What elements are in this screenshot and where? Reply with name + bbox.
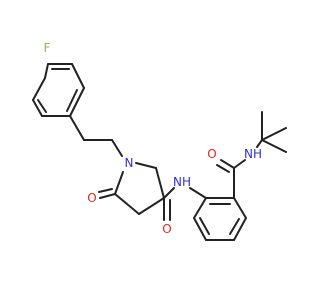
bond bbox=[233, 217, 247, 241]
structure-canvas: F N O NH O O NH bbox=[32, 41, 287, 241]
bond bbox=[32, 77, 46, 101]
bond bbox=[163, 187, 175, 199]
bond bbox=[111, 139, 123, 157]
bond bbox=[155, 167, 165, 199]
amide-nh-label: NH bbox=[173, 175, 191, 189]
bond bbox=[32, 99, 43, 117]
bond bbox=[193, 217, 207, 241]
molecule-drawing: F N O NH O O NH bbox=[32, 41, 287, 241]
bond bbox=[114, 171, 124, 195]
bond bbox=[114, 193, 140, 215]
bond bbox=[189, 187, 207, 199]
bond bbox=[69, 115, 85, 141]
fluorine-atom-label: F bbox=[44, 41, 51, 55]
bond bbox=[233, 197, 247, 219]
tert-butyl-nh-label: NH bbox=[244, 147, 262, 161]
atom-labels: F N O NH O O NH bbox=[44, 41, 262, 236]
bond bbox=[199, 217, 210, 235]
bond bbox=[193, 197, 207, 219]
bond bbox=[71, 63, 85, 89]
bond bbox=[216, 164, 230, 173]
benzamide-oxygen-label: O bbox=[207, 147, 216, 161]
amide-oxygen-label: O bbox=[162, 222, 171, 236]
bond bbox=[69, 87, 85, 117]
bond bbox=[220, 159, 235, 169]
bond bbox=[233, 159, 246, 169]
bonds bbox=[32, 63, 287, 241]
bond bbox=[138, 197, 165, 215]
bond bbox=[66, 89, 78, 112]
bond bbox=[135, 162, 157, 169]
lactam-oxygen-label: O bbox=[87, 191, 96, 205]
bond bbox=[99, 193, 116, 199]
bond bbox=[261, 139, 287, 153]
ring-nitrogen-label: N bbox=[125, 156, 134, 170]
bond bbox=[261, 127, 287, 141]
bond bbox=[37, 99, 47, 113]
bond bbox=[256, 139, 263, 148]
bond bbox=[229, 218, 240, 235]
bond bbox=[98, 188, 113, 193]
bond bbox=[44, 63, 49, 79]
